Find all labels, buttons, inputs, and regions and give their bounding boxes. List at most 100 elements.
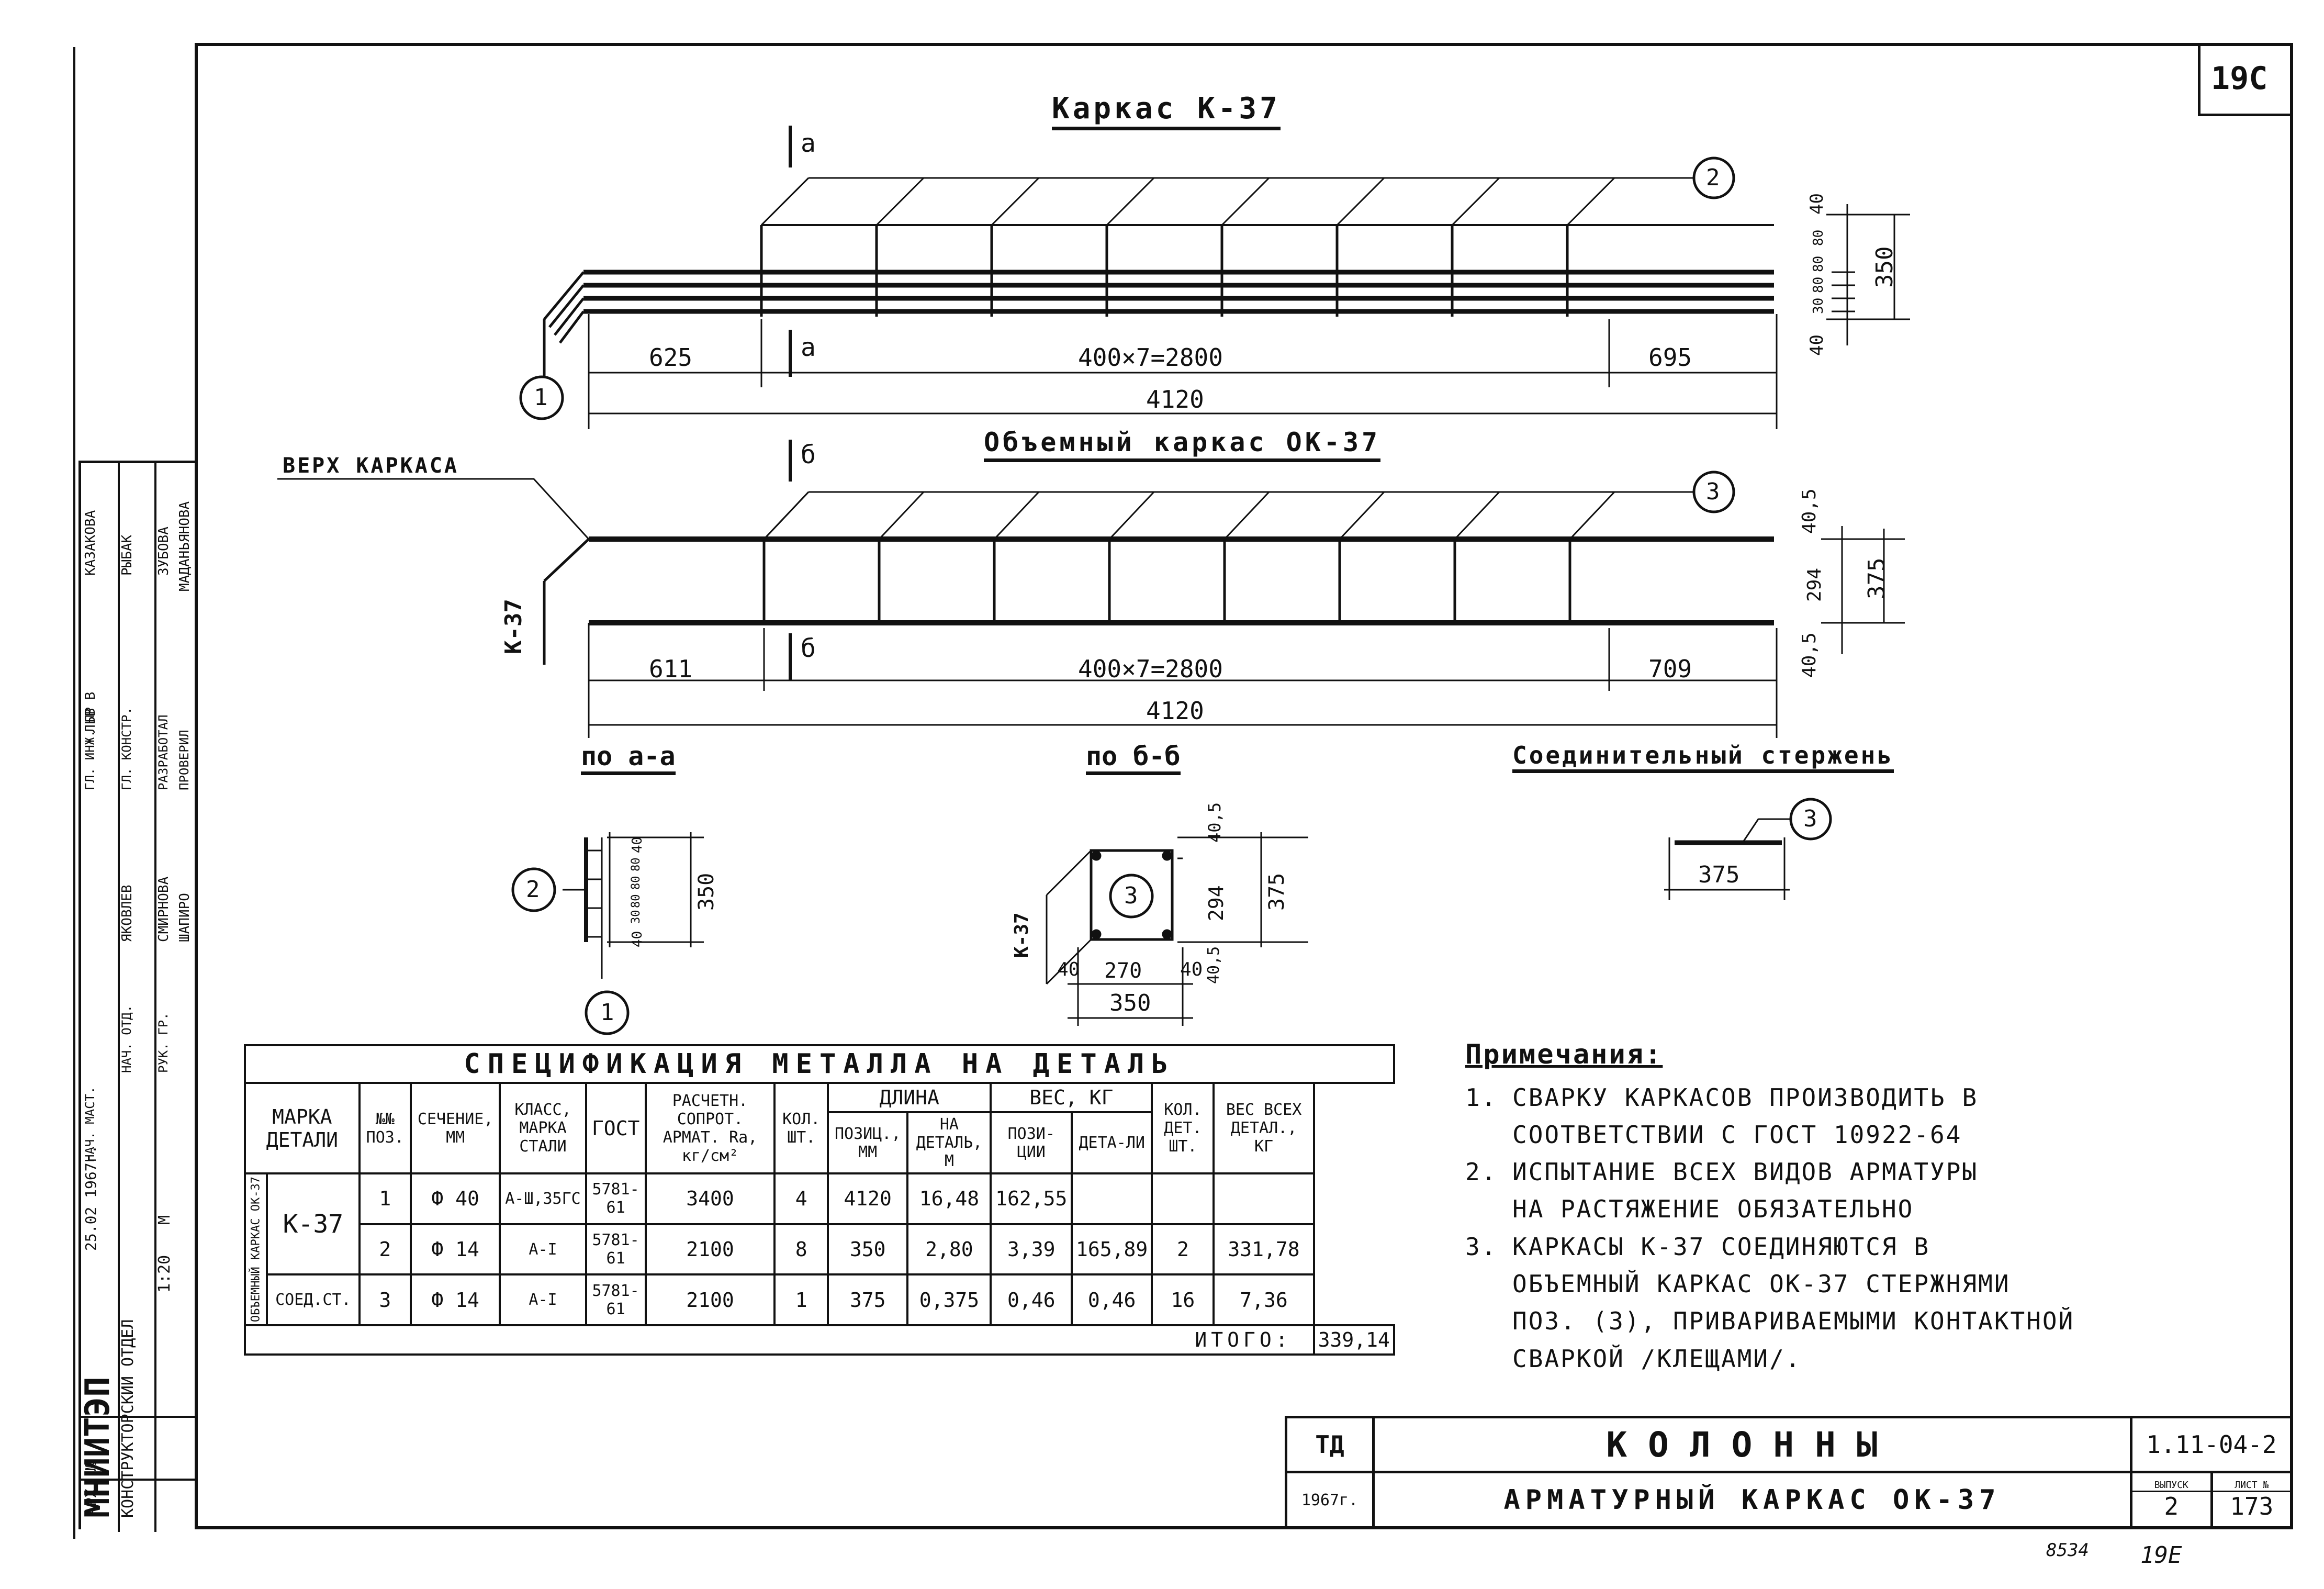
title-block-issue: 2 xyxy=(2164,1492,2179,1520)
note-line: КАРКАСЫ К-37 СОЕДИНЯЮТСЯ В xyxy=(1512,1232,1930,1261)
spec-header-resist: РАСЧЕТН. СОПРОТ. АРМАТ. Rа, кг/см² xyxy=(644,1082,776,1174)
ok37-side-label: К-37 xyxy=(500,599,527,654)
ok37-dim-vert-total: 375 xyxy=(1863,557,1890,599)
ok37-title: Объемный каркас ОК-37 xyxy=(984,429,1381,462)
section-aa-callout-2: 2 xyxy=(526,876,540,903)
spec-cell: 2100 xyxy=(644,1273,776,1327)
spec-header-qty: КОЛ. ШТ. xyxy=(773,1082,829,1174)
ok37-section-mark-top: б xyxy=(801,440,816,469)
spec-header-length-pos: ПОЗИЦ., ММ xyxy=(826,1111,909,1174)
connector-callout-3: 3 xyxy=(1803,805,1817,832)
ok37-section-mark-bottom: б xyxy=(801,634,816,663)
title-block-sheet-cell: ЛИСТ № 173 xyxy=(2210,1471,2293,1529)
k37-dim-vert: 40 xyxy=(1806,193,1827,215)
spec-header-length-detail: НА ДЕТАЛЬ, М xyxy=(906,1111,992,1174)
section-aa-title: по а-а xyxy=(581,743,676,775)
spec-title: СПЕЦИФИКАЦИЯ МЕТАЛЛА НА ДЕТАЛЬ xyxy=(244,1044,1395,1084)
spec-cell xyxy=(1071,1172,1153,1225)
k37-section-mark-top: а xyxy=(801,129,816,158)
spec-cell: 375 xyxy=(826,1273,909,1327)
k37-callout-1: 1 xyxy=(534,384,548,411)
ok37-top-label: ВЕРХ КАРКАСА xyxy=(283,454,459,478)
spec-cell: 350 xyxy=(826,1223,909,1276)
spec-cell: 0,46 xyxy=(990,1273,1073,1327)
spec-cell: 1 xyxy=(358,1172,412,1225)
spec-header-weight-detail: ДЕТА-ЛИ xyxy=(1071,1111,1153,1174)
section-bb-dim-vert-total: 375 xyxy=(1265,872,1289,911)
spec-group-label: ОБЪЕМНЫЙ КАРКАС ОК-37 xyxy=(245,1173,267,1326)
spec-cell: А-I xyxy=(499,1273,587,1327)
spec-cell: 2100 xyxy=(644,1223,776,1276)
frame-mark-2: 19Е xyxy=(2140,1542,2182,1569)
table-row: ОБЪЕМНЫЙ КАРКАС ОК-37 К-37 1 Ф 40 А-Ш,35… xyxy=(245,1172,1394,1326)
title-block: ТД КОЛОННЫ 1.11-04-2 1967г. АРМАТУРНЫЙ К… xyxy=(1285,1416,2293,1529)
section-bb-dim-horiz-total: 350 xyxy=(1109,990,1151,1016)
spec-header-weight-all: ВЕС ВСЕХ ДЕТАЛ., КГ xyxy=(1212,1082,1315,1174)
notes: Примечания: 1. СВАРКУ КАРКАСОВ ПРОИЗВОДИ… xyxy=(1465,1034,2074,1378)
spec-cell: 16 xyxy=(1151,1273,1215,1327)
k37-elevation xyxy=(519,126,1910,429)
spec-cell: 2 xyxy=(358,1223,412,1276)
title-block-year: 1967г. xyxy=(1285,1471,1375,1529)
connector-bar xyxy=(1664,798,1832,900)
title-block-td: ТД xyxy=(1285,1416,1375,1473)
title-block-issue-label: ВЫПУСК xyxy=(2132,1480,2210,1492)
spec-cell: 0,46 xyxy=(1071,1273,1153,1327)
ok37-dim-right: 709 xyxy=(1648,655,1692,683)
section-aa xyxy=(511,832,704,1035)
spec-total-label: ИТОГО: xyxy=(244,1324,1315,1356)
spec-cell: 0,375 xyxy=(906,1273,992,1327)
section-aa-dim-vert-total: 350 xyxy=(694,872,718,911)
notes-title: Примечания: xyxy=(1465,1039,1663,1070)
section-bb-dim-vert: 40,5 xyxy=(1205,802,1225,843)
spec-cell: 2 xyxy=(1151,1223,1215,1276)
side-stamp xyxy=(78,461,197,1532)
section-aa-dim-vert: 80 xyxy=(630,876,643,890)
table-row-total: ИТОГО: 339,14 xyxy=(244,1324,1396,1356)
spec-table: СПЕЦИФИКАЦИЯ МЕТАЛЛА НА ДЕТАЛЬ МАРКА ДЕТ… xyxy=(244,1044,1396,1356)
k37-dim-vert: 80 xyxy=(1811,229,1826,246)
k37-dim-vert: 30 xyxy=(1811,297,1826,314)
spec-header-weight-pos: ПОЗИ-ЦИИ xyxy=(990,1111,1073,1174)
spec-cell: Ф 40 xyxy=(409,1172,501,1225)
section-aa-dim-vert: 80 xyxy=(630,894,643,909)
title-block-title: КОЛОННЫ xyxy=(1372,1416,2132,1473)
spec-cell: СОЕД.СТ. xyxy=(266,1273,361,1327)
spec-cell: 3400 xyxy=(644,1172,776,1225)
sheet-number: 19С xyxy=(2211,60,2268,97)
spec-total-value: 339,14 xyxy=(1312,1324,1396,1356)
ok37-dim-middle: 400×7=2800 xyxy=(1078,655,1223,683)
section-bb-callout-3: 3 xyxy=(1124,882,1138,909)
note-line: СВАРКУ КАРКАСОВ ПРОИЗВОДИТЬ В xyxy=(1512,1083,1979,1112)
note-line: ОБЪЕМНЫЙ КАРКАС ОК-37 СТЕРЖНЯМИ xyxy=(1512,1270,2011,1299)
title-block-subtitle: АРМАТУРНЫЙ КАРКАС ОК-37 xyxy=(1372,1471,2132,1529)
spec-cell: 4120 xyxy=(826,1172,909,1225)
spec-cell: 1 xyxy=(773,1273,829,1327)
spec-cell: 2,80 xyxy=(906,1223,992,1276)
spec-cell: А-I xyxy=(499,1223,587,1276)
spec-header-section: СЕЧЕНИЕ, ММ xyxy=(409,1082,501,1174)
k37-dim-vert: 40 xyxy=(1806,334,1827,356)
k37-dim-vert: 80 xyxy=(1811,255,1826,272)
connector-title: Соединительный стержень xyxy=(1512,743,1894,773)
section-bb-side-label: К-37 xyxy=(1011,912,1032,958)
title-block-issue-cell: ВЫПУСК 2 xyxy=(2130,1471,2213,1529)
note-line: ПОЗ. (3), ПРИВАРИВАЕМЫМИ КОНТАКТНОЙ xyxy=(1512,1307,2075,1336)
section-bb-dim-horiz: 40 xyxy=(1057,959,1080,980)
drawing-frame xyxy=(195,43,2293,1529)
note-item: 3. КАРКАСЫ К-37 СОЕДИНЯЮТСЯ В ОБЪЕМНЫЙ К… xyxy=(1465,1228,2074,1378)
k37-dim-left: 625 xyxy=(649,343,693,372)
section-bb-dim-horiz: 40 xyxy=(1180,959,1203,980)
ok37-callout-3: 3 xyxy=(1706,478,1720,505)
table-row: 2 Ф 14 А-I 5781-61 2100 8 350 2,80 3,39 … xyxy=(245,1223,1394,1276)
section-aa-callout-1: 1 xyxy=(600,999,614,1026)
k37-dim-right: 695 xyxy=(1648,343,1692,372)
spec-header-mark: МАРКА ДЕТАЛИ xyxy=(244,1082,361,1174)
k37-dim-vert: 80 xyxy=(1811,276,1826,293)
k37-dim-vert-total: 350 xyxy=(1871,246,1898,288)
note-number: 1. xyxy=(1465,1083,1498,1112)
note-item: 2. ИСПЫТАНИЕ ВСЕХ ВИДОВ АРМАТУРЫ НА РАСТ… xyxy=(1465,1154,2074,1228)
section-aa-dim-vert: 80 xyxy=(630,857,643,872)
ok37-dim-vert: 40,5 xyxy=(1799,488,1820,534)
